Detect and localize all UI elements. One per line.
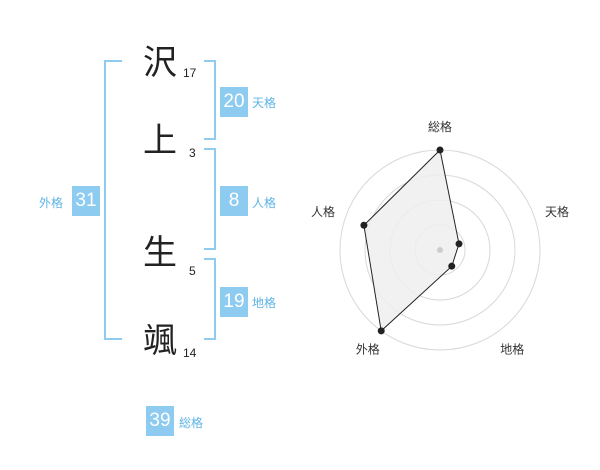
stroke-count-4: 14 [183,346,197,360]
radar-point-2 [455,240,463,248]
jinkaku-badge: 8 [220,186,248,216]
kanji-3: 生 [143,233,177,273]
radar-point-3 [448,262,456,270]
gaikaku-label: 外格 [39,196,64,210]
tenkaku-bracket [204,60,216,140]
radar-axis-label-5: 人格 [311,204,335,219]
radar-point-4 [377,327,385,335]
gaikaku-bracket [104,60,122,340]
jinkaku-label: 人格 [252,196,277,210]
tenkaku-badge: 20 [220,87,248,117]
radar-axis-label-2: 天格 [545,204,569,219]
soukaku-label: 総格 [179,416,204,430]
stroke-count-2: 3 [189,146,196,160]
chikaku-label: 地格 [252,296,277,310]
tenkaku-label: 天格 [252,96,277,110]
radar-point-5 [360,221,368,229]
radar-point-1 [436,146,444,154]
kanji-4: 颯 [143,321,177,361]
gaikaku-badge: 31 [72,186,100,216]
soukaku-badge: 39 [146,406,174,436]
radar-axis-label-1: 総格 [428,119,452,134]
chikaku-bracket [204,258,216,340]
chikaku-badge: 19 [220,287,248,317]
name-fortune-diagram: 沢 上 生 颯 17 3 5 14 20 天格 8 人格 19 地格 外格 31… [39,43,277,436]
jinkaku-bracket [204,148,216,250]
radar-center-dot [437,247,443,253]
radar-data-points [360,146,463,335]
stroke-count-1: 17 [183,66,197,80]
kanji-2: 上 [143,121,177,161]
radar-axis-label-3: 地格 [500,342,524,357]
radar-data-polygon [363,148,460,332]
radar-axis-label-4: 外格 [356,342,380,357]
stroke-count-3: 5 [189,264,196,278]
kanji-1: 沢 [143,43,177,83]
